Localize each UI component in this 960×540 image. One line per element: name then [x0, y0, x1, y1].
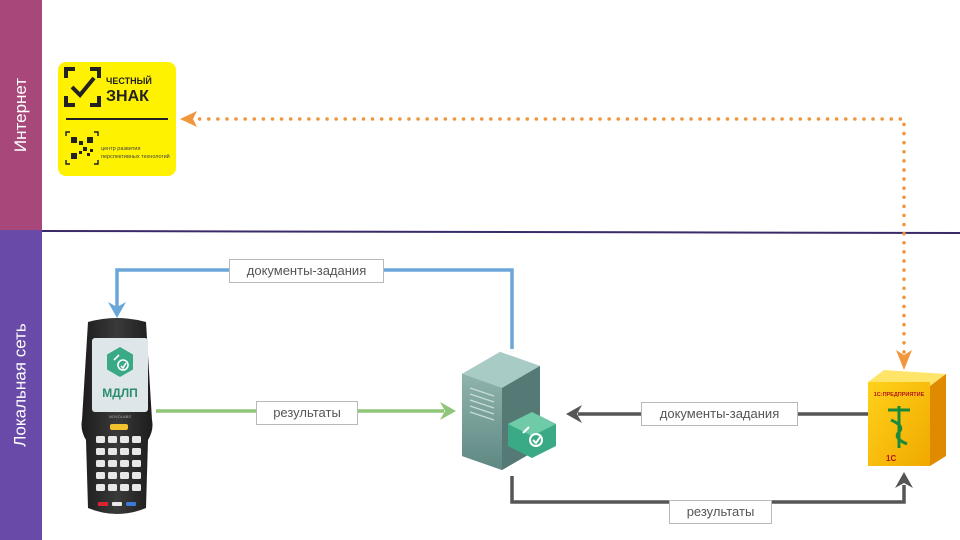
zone-local-network: Локальная сеть	[0, 230, 42, 540]
terminal-key	[108, 448, 117, 455]
terminal-brand: NOVOLABS	[109, 414, 131, 419]
label-tasks-right: документы-задания	[641, 402, 798, 426]
zone-divider	[41, 230, 960, 234]
terminal-key	[120, 448, 129, 455]
terminal-app-name: МДЛП	[102, 386, 138, 400]
orange-dotted-connection	[180, 111, 912, 370]
terminal-key	[132, 472, 141, 479]
terminal-key	[108, 472, 117, 479]
label-top-tasks: документы-задания	[229, 259, 384, 283]
qr-code-icon	[65, 131, 99, 165]
terminal-key	[120, 460, 129, 467]
orange-arrowhead-left	[180, 111, 197, 127]
terminal-key	[120, 436, 129, 443]
terminal-key	[132, 460, 141, 467]
label-results-left: результаты	[256, 401, 358, 425]
terminal-key	[132, 484, 141, 491]
zone-internet: Интернет	[0, 0, 42, 230]
mdlp-badge-icon	[508, 412, 556, 458]
orange-arrowhead-down	[896, 350, 912, 370]
chestny-znak-logo: ЧЕСТНЫЙ ЗНАК центр развития перспективны…	[58, 62, 176, 176]
terminal-key	[96, 460, 105, 467]
terminal-key	[120, 484, 129, 491]
terminal-key	[96, 436, 105, 443]
logo-line2: ЗНАК	[106, 88, 149, 105]
box-1c-enterprise: 1С:ПРЕДПРИЯТИЕ 1С	[868, 370, 946, 466]
arrow-results-to-1c	[510, 472, 913, 504]
terminal-key	[96, 448, 105, 455]
logo-tagline-1: центр развития	[101, 146, 140, 152]
server	[462, 352, 556, 470]
logo-tagline-2: перспективных технологий	[101, 153, 170, 160]
label-results-bottom: результаты	[669, 500, 772, 524]
logo-line1: ЧЕСТНЫЙ	[106, 75, 152, 86]
terminal-key	[132, 436, 141, 443]
box-1c-brand: 1С:ПРЕДПРИЯТИЕ	[874, 392, 925, 398]
terminal-keypad	[96, 436, 141, 491]
caduceus-icon	[888, 406, 910, 448]
terminal-scan-key	[110, 424, 128, 430]
terminal-key	[96, 472, 105, 479]
handheld-terminal: МДЛП NOVOLABS	[81, 318, 153, 514]
terminal-key	[108, 484, 117, 491]
terminal-key	[108, 460, 117, 467]
terminal-key	[108, 436, 117, 443]
mdlp-app-icon	[107, 347, 133, 377]
box-1c-mark: 1С	[886, 454, 896, 463]
terminal-key	[120, 472, 129, 479]
check-frame-icon	[64, 67, 101, 107]
terminal-key	[96, 484, 105, 491]
terminal-key	[132, 448, 141, 455]
